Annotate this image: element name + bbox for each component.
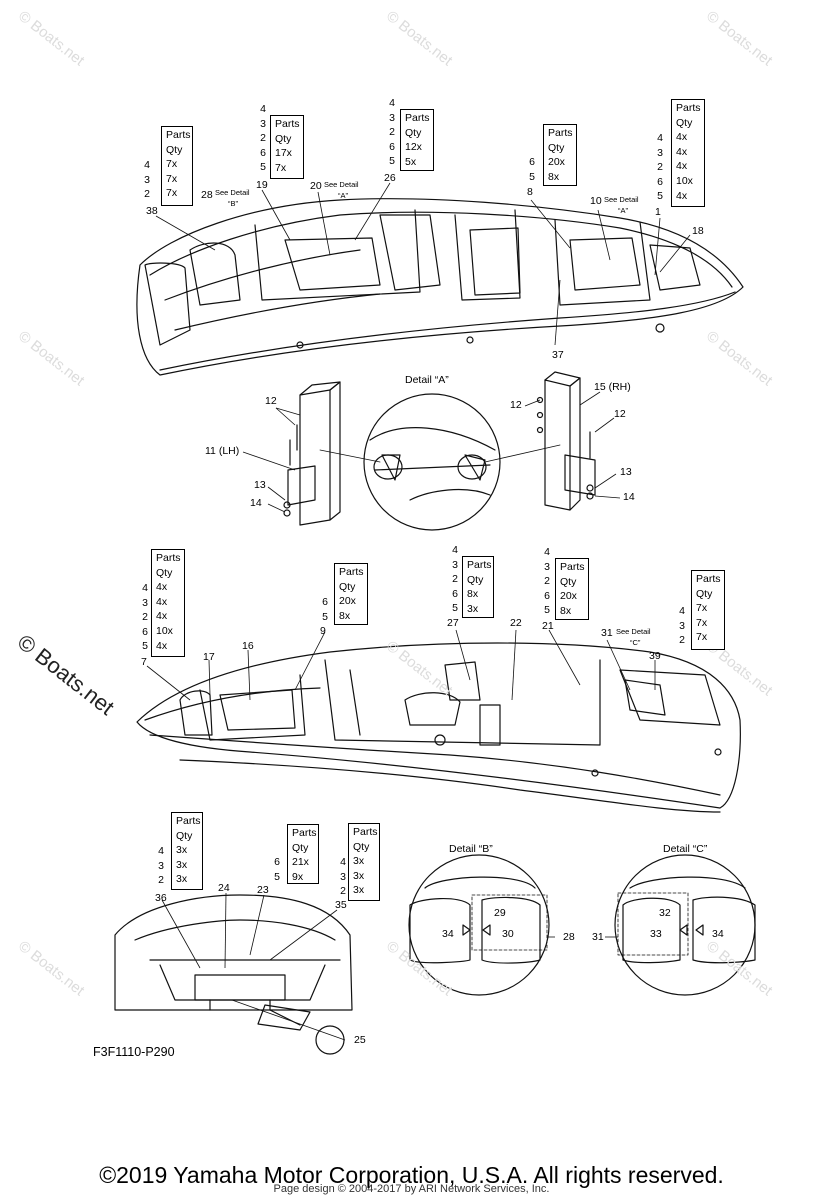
copyright-notice: ©2019 Yamaha Motor Corporation, U.S.A. A…	[99, 1162, 724, 1188]
detail-c-artwork	[614, 854, 756, 996]
callout-label: 35	[335, 899, 347, 911]
callout-label: 12	[265, 395, 277, 407]
callout-label: 39	[649, 650, 661, 662]
callout-label: 8	[527, 186, 533, 198]
callout-label: 34	[712, 928, 724, 940]
callout-label: 12	[614, 408, 626, 420]
callout-label: 10	[590, 195, 602, 207]
boat-side-view-middle	[136, 642, 741, 813]
detail-c-title: Detail “C”	[663, 843, 708, 855]
detail-a-title: Detail “A”	[405, 374, 449, 386]
stern-view-artwork	[114, 894, 353, 1055]
callout-label: 23	[257, 884, 269, 896]
callout-label: 24	[218, 882, 230, 894]
boat-top-view-upper	[136, 198, 744, 376]
callout-label: 37	[552, 349, 564, 361]
callout-label: 32	[659, 907, 671, 919]
callout-label: 28	[201, 189, 213, 201]
callout-label: 11 (LH)	[205, 445, 240, 457]
callout-label: 31	[601, 627, 613, 639]
callout-label: 16	[242, 640, 254, 652]
callout-label: 14	[250, 497, 262, 509]
see-detail-note: See Detail	[324, 180, 359, 189]
callout-label: 12	[510, 399, 522, 411]
see-detail-ref: “C”	[630, 638, 641, 647]
see-detail-ref: “A”	[338, 191, 348, 200]
callout-label: 33	[650, 928, 662, 940]
page-design-credit: Page design © 2004-2017 by ARI Network S…	[273, 1183, 550, 1195]
see-detail-note: See Detail	[215, 188, 250, 197]
see-detail-ref: “B”	[228, 199, 238, 208]
see-detail-note: See Detail	[616, 627, 651, 636]
callout-label: 19	[256, 179, 268, 191]
detail-b-title: Detail “B”	[449, 843, 493, 855]
callout-label: 13	[620, 466, 632, 478]
callout-label: 21	[542, 620, 554, 632]
callout-label: 34	[442, 928, 454, 940]
callout-label: 36	[155, 892, 167, 904]
callout-label: 38	[146, 205, 158, 217]
callout-label: 31	[592, 931, 604, 943]
callout-label: 20	[310, 180, 322, 192]
detail-a-artwork	[283, 371, 596, 531]
callout-label: 28	[563, 931, 575, 943]
callout-label: 26	[384, 172, 396, 184]
callout-label: 14	[623, 491, 635, 503]
callout-label: 9	[320, 625, 326, 637]
callout-label: 30	[502, 928, 514, 940]
callout-label: 13	[254, 479, 266, 491]
callout-label: 22	[510, 617, 522, 629]
callout-label: 25	[354, 1034, 366, 1046]
callout-label: 27	[447, 617, 459, 629]
callout-label: 29	[494, 907, 506, 919]
callout-label: 7	[141, 656, 147, 668]
detail-b-artwork	[408, 854, 550, 996]
see-detail-note: See Detail	[604, 195, 639, 204]
drawing-reference-number: F3F1110-P290	[93, 1045, 175, 1059]
callout-label: 15 (RH)	[594, 381, 631, 393]
callout-label: 17	[203, 651, 215, 663]
callout-label: 1	[655, 206, 661, 218]
callout-label: 18	[692, 225, 704, 237]
see-detail-ref: “A”	[618, 206, 628, 215]
